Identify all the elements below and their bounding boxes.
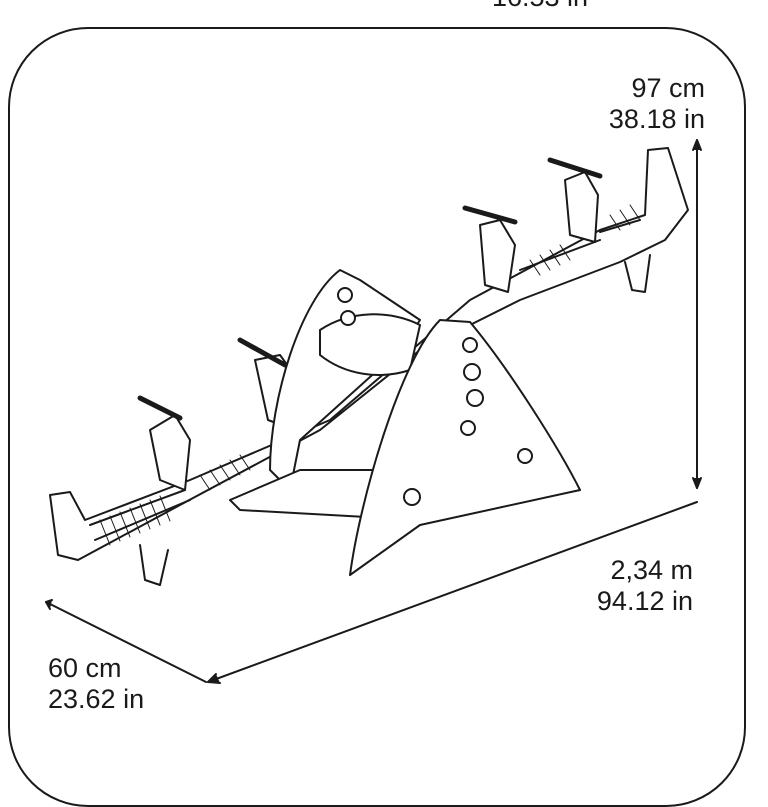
width-imperial: 23.62 in [48,684,145,714]
seesaw-beam [49,147,689,586]
seesaw-base [229,269,581,576]
seesaw-illustration [45,139,702,684]
height-metric: 97 cm [631,73,705,103]
width-dimension-line [45,599,207,683]
top-dimension-clipped: 16.53 in [470,0,610,13]
footrest-ridges [99,204,641,546]
length-dimension: 2,34 m 94.12 in [550,555,693,617]
width-metric: 60 cm [48,653,122,683]
length-dimension-line [207,501,698,684]
length-imperial: 94.12 in [596,586,693,616]
height-imperial: 38.18 in [608,104,705,134]
height-dimension-line [692,139,702,489]
length-metric: 2,34 m [610,555,693,585]
width-dimension: 60 cm 23.62 in [48,653,208,715]
handles [137,157,603,491]
height-dimension: 97 cm 38.18 in [560,73,705,135]
